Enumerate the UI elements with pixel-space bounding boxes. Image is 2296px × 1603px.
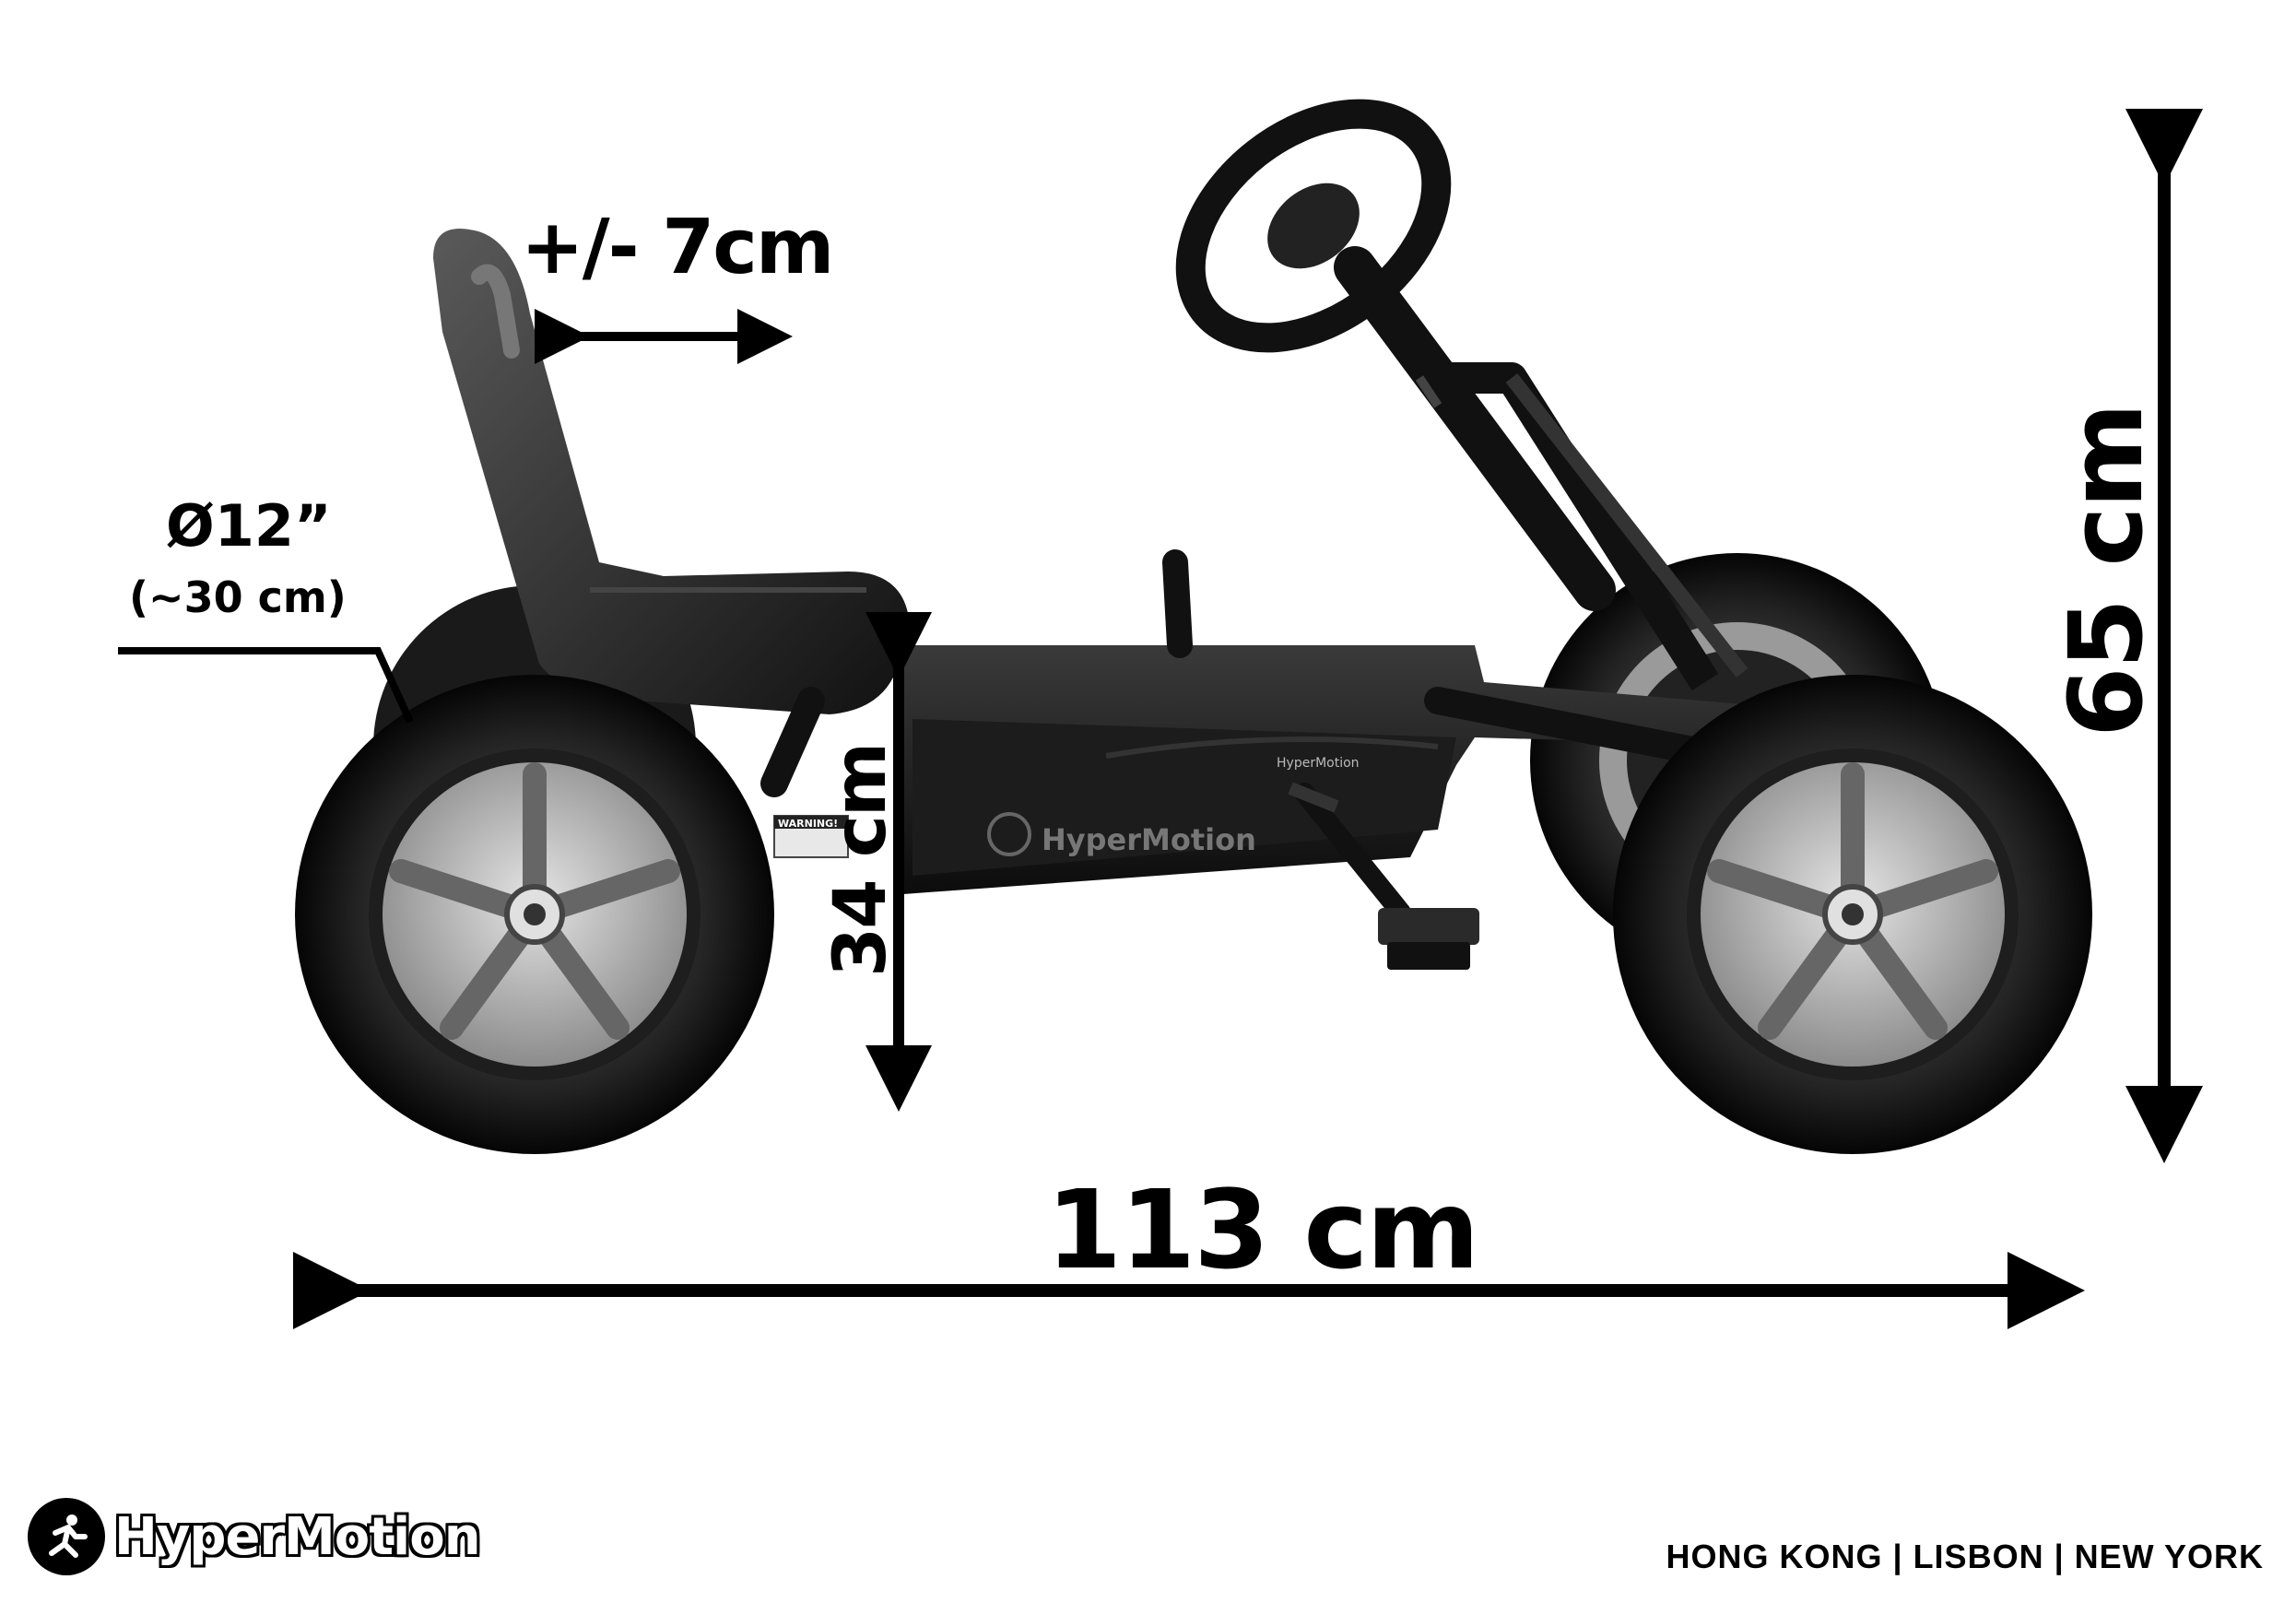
warning-sticker: WARNING! — [773, 815, 849, 858]
brake-lever — [1162, 549, 1193, 658]
seat — [433, 229, 908, 797]
total-height-label: 65 cm — [2047, 404, 2165, 737]
warning-sticker-text: WARNING! — [778, 818, 838, 830]
wheel-diameter-label: Ø12” — [166, 492, 332, 560]
seat-height-label: 34 cm — [819, 743, 902, 977]
rear-near-wheel — [295, 675, 774, 1154]
steering-column — [1334, 246, 1748, 691]
wheel-diameter-metric-label: (~30 cm) — [129, 572, 347, 622]
body-side-logo: HyperMotion — [987, 812, 1256, 857]
chain-guard-logo-text: HyperMotion — [1277, 756, 1360, 771]
runner-logo-icon — [28, 1498, 105, 1575]
brand-name: HyperMotion — [113, 1505, 483, 1568]
pedal-crank — [1288, 782, 1479, 970]
seat-adjust-label: +/- 7cm — [521, 204, 834, 291]
brand-logo: HyperMotion — [28, 1498, 483, 1575]
front-near-wheel — [1613, 675, 2092, 1154]
wheel-diameter-leader — [118, 647, 414, 724]
body-logo-text: HyperMotion — [1042, 822, 1256, 857]
total-length-label: 113 cm — [1046, 1166, 1479, 1293]
steering-wheel — [1175, 99, 1452, 353]
cities-tagline: HONG KONG | LISBON | NEW YORK — [1666, 1538, 2264, 1575]
